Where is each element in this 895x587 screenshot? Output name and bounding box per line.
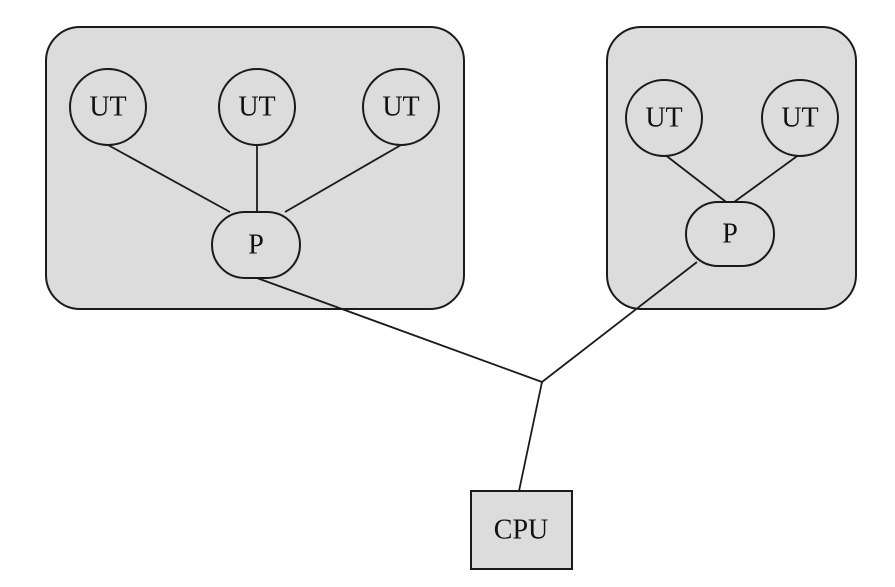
right-ut-1: UT [625, 79, 703, 157]
left-ut-1: UT [69, 68, 147, 146]
link-right-p-junction [541, 261, 698, 383]
right-processor-label: P [722, 219, 738, 250]
left-ut-3: UT [362, 68, 440, 146]
link-junction-cpu [518, 381, 543, 492]
link-left-ut1-p [107, 144, 231, 213]
left-ut-1-label: UT [89, 92, 126, 123]
link-right-ut2-p [729, 153, 801, 206]
left-ut-2-label: UT [238, 92, 275, 123]
left-ut-3-label: UT [382, 92, 419, 123]
right-processor: P [685, 201, 775, 267]
left-processor: P [211, 211, 301, 279]
right-ut-2-label: UT [781, 103, 818, 134]
link-left-ut3-p [284, 144, 402, 213]
left-group-box [45, 26, 465, 310]
cpu-box: CPU [470, 490, 573, 570]
right-ut-2: UT [761, 79, 839, 157]
right-ut-1-label: UT [645, 103, 682, 134]
link-left-p-junction [256, 277, 543, 383]
cpu-label: CPU [494, 515, 548, 546]
left-ut-2: UT [218, 68, 296, 146]
left-processor-label: P [248, 230, 264, 261]
link-right-ut1-p [663, 153, 731, 206]
